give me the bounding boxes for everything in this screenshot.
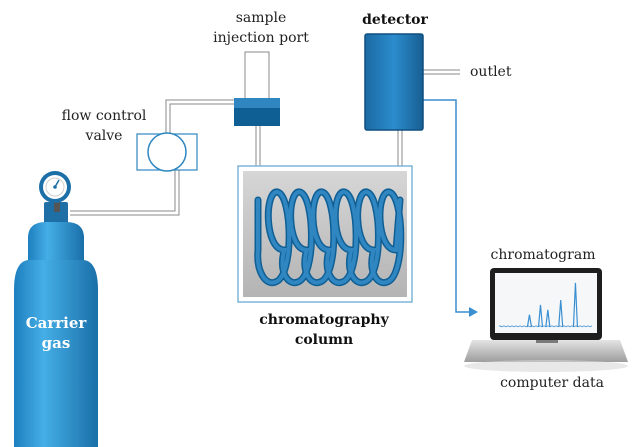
column-label-line1: chromatography [259,312,389,328]
column-label-line2: column [295,332,353,348]
chromatogram-peak [558,300,564,328]
laptop-icon [464,268,628,372]
outlet-label: outlet [470,64,512,80]
chromatography-column-coil [254,188,405,287]
chromatogram-label: chromatogram [491,247,596,263]
injection-port-label: injection port [213,30,309,46]
chromatogram-peak [537,304,544,328]
detector-unit [364,33,424,131]
cylinder-label-line1: Carrier [26,314,88,332]
sample-label: sample [236,10,287,26]
detector-label: detector [362,12,428,28]
chromatogram-peak [526,314,533,328]
flow-control-valve [136,132,198,172]
chromatogram-peak [572,282,579,328]
pressure-gauge-icon [39,171,71,203]
carrier-gas-cylinder [14,200,98,447]
sample-injection-port [234,51,280,126]
cylinder-label-line2: gas [42,334,71,352]
computer-label: computer data [500,375,604,391]
valve-label-line2: valve [85,128,123,144]
signal-line [422,99,478,317]
chromatogram-plot [499,282,593,328]
chromatogram-peak [545,309,551,328]
chromatogram-baseline [499,325,593,328]
valve-label-line1: flow control [62,108,147,124]
